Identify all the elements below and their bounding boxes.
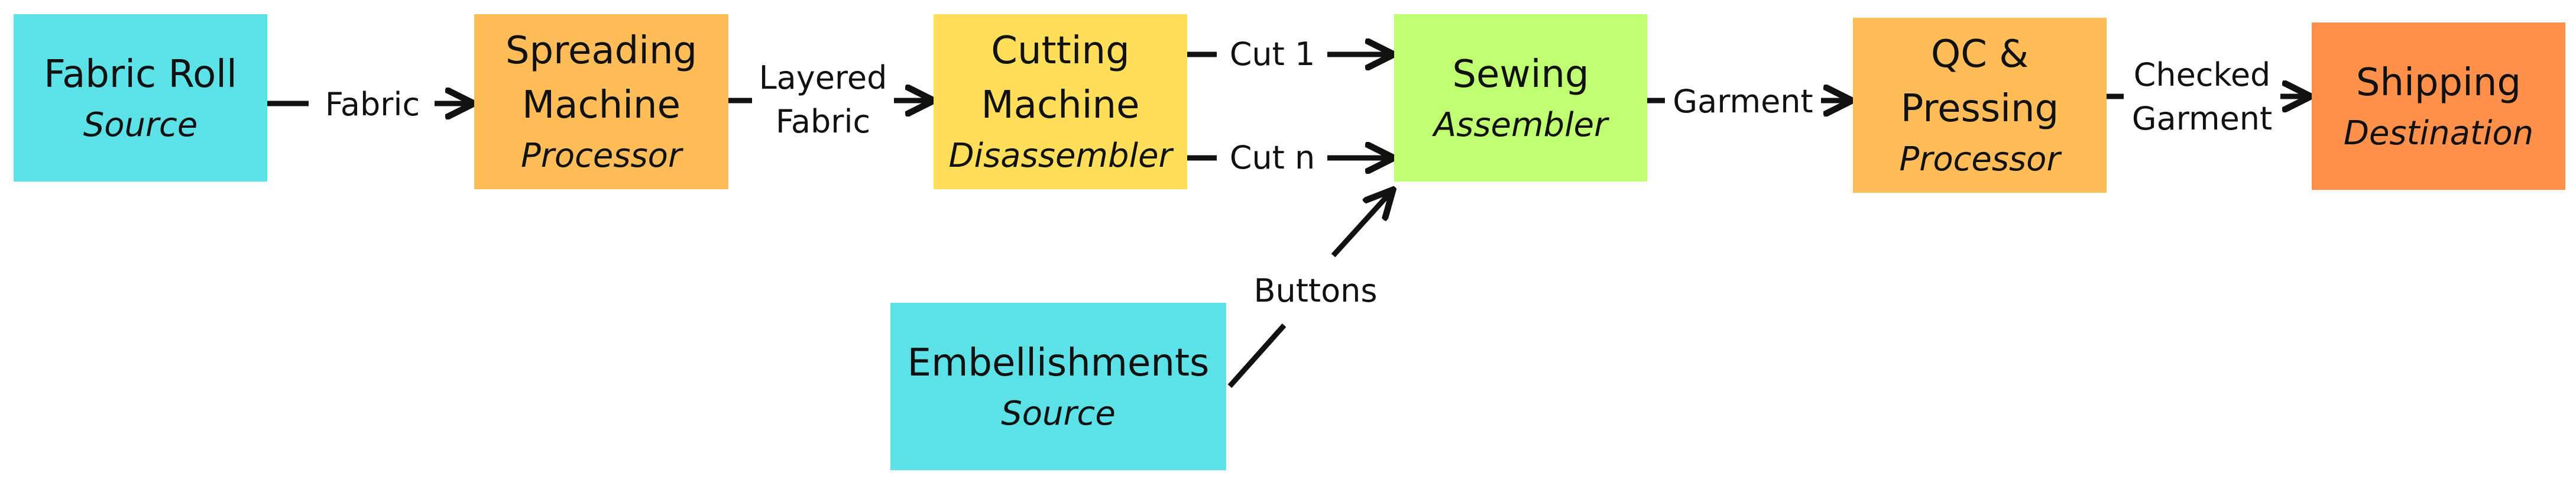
node-fabric-roll: Fabric Roll Source [14, 14, 267, 182]
node-embellishments-role: Source [1001, 394, 1116, 433]
edge-label-layered-fabric-line-1: Layered [759, 59, 887, 96]
node-cutting-machine-title-1: Cutting [991, 29, 1130, 73]
node-sewing-role: Assembler [1433, 105, 1608, 144]
edge-label-cut-n: Cut n [1229, 139, 1315, 176]
node-fabric-roll-role: Source [83, 105, 198, 144]
node-embellishments: Embellishments Source [890, 303, 1226, 470]
node-spreading-machine-role: Processor [521, 137, 682, 175]
node-qc-pressing-role: Processor [1899, 140, 2060, 179]
node-spreading-machine: Spreading Machine Processor [474, 14, 728, 189]
node-shipping-title: Shipping [2355, 60, 2522, 105]
node-spreading-machine-title-2: Machine [522, 83, 681, 127]
edge-label-layered-fabric-line-2: Fabric [775, 103, 871, 140]
edge-label-checked-garment-line-1: Checked [2133, 56, 2271, 93]
node-qc-pressing: QC & Pressing Processor [1853, 18, 2107, 193]
edge-label-garment: Garment [1673, 83, 1813, 120]
edge-label-fabric: Fabric [325, 86, 420, 123]
node-qc-pressing-title-2: Pressing [1900, 87, 2059, 131]
node-spreading-machine-title-1: Spreading [505, 29, 698, 73]
node-sewing-title: Sewing [1452, 52, 1589, 96]
node-shipping: Shipping Destination [2312, 22, 2565, 190]
node-cutting-machine-title-2: Machine [981, 83, 1140, 127]
edge-label-checked-garment-line-2: Garment [2131, 100, 2273, 137]
node-sewing: Sewing Assembler [1394, 14, 1647, 182]
edge-buttons-arrow [1331, 190, 1392, 258]
node-shipping-role: Destination [2343, 114, 2534, 153]
node-embellishments-title: Embellishments [907, 341, 1210, 385]
node-fabric-roll-title: Fabric Roll [44, 52, 237, 96]
edge-buttons-line-a [1227, 324, 1287, 388]
node-cutting-machine-role: Disassembler [948, 137, 1172, 175]
node-cutting-machine: Cutting Machine Disassembler [934, 14, 1187, 189]
edge-label-buttons: Buttons [1253, 272, 1378, 309]
node-qc-pressing-title-1: QC & [1930, 33, 2029, 76]
edge-label-checked-garment: Checked Garment [2124, 53, 2280, 141]
edge-label-layered-fabric: Layered Fabric [752, 56, 894, 144]
edge-label-cut-1: Cut 1 [1229, 35, 1315, 73]
